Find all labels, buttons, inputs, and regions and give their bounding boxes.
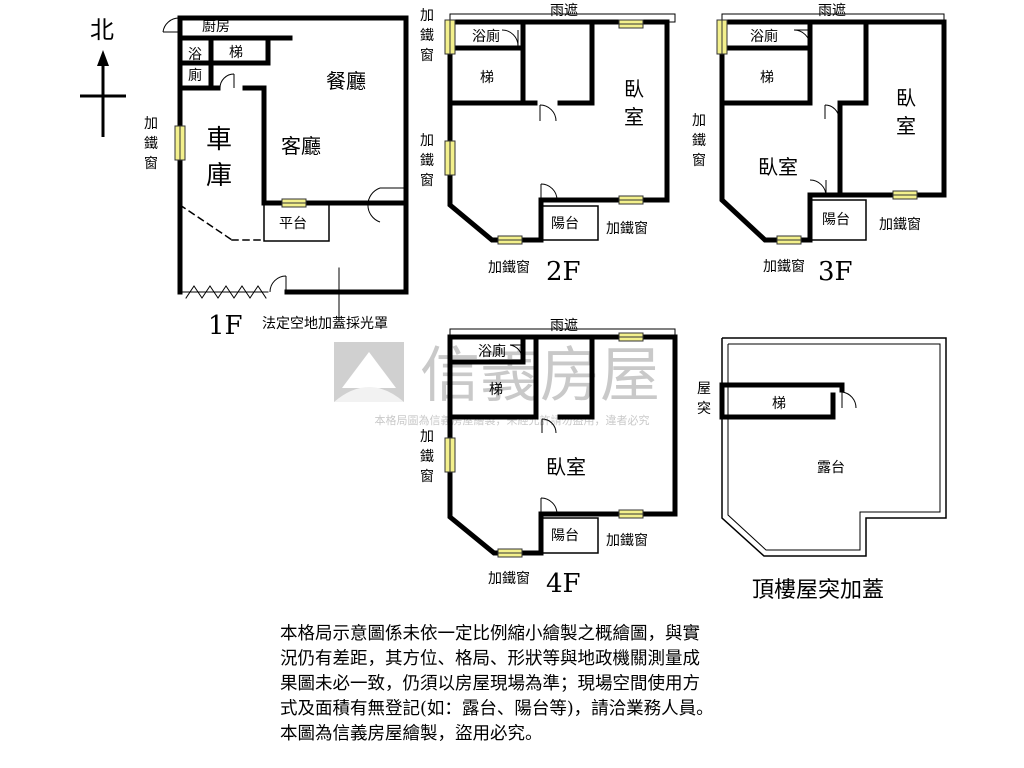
- bath-label: 浴廁: [472, 28, 500, 45]
- iron-window-label: 鐵: [144, 135, 158, 152]
- iron-window-label: 加: [420, 133, 434, 149]
- roof-title: 頂樓屋突加蓋: [752, 578, 884, 603]
- iron-window-label: 加: [144, 116, 158, 132]
- iron-window-label: 加鐵窗: [488, 570, 530, 587]
- terrace-label: 露台: [817, 460, 845, 476]
- iron-window-label: 加鐵窗: [606, 532, 648, 549]
- window-icon: [444, 140, 456, 176]
- platform-label: 平台: [279, 216, 307, 232]
- compass: 北: [80, 16, 126, 137]
- roof-labels: 屋 突 梯 露台 頂樓屋突加蓋: [697, 381, 884, 603]
- bedroom-label: 臥: [896, 86, 916, 110]
- floor-2f-labels: 雨遮 浴廁 梯 臥 室 陽台 加 鐵 窗 加 鐵 窗 加鐵窗 加鐵窗 2F: [420, 3, 648, 287]
- window-icon: [618, 195, 644, 205]
- iron-window-label: 窗: [144, 155, 158, 172]
- stairs-label: 梯: [760, 70, 774, 86]
- iron-window-label: 鐵: [420, 152, 434, 169]
- bedroom-label: 臥室: [546, 455, 586, 479]
- window-icon: [174, 125, 186, 161]
- bath-label: 浴: [188, 47, 202, 63]
- balcony-label: 陽台: [551, 528, 579, 544]
- floor-2f-doors: [501, 29, 558, 201]
- iron-window-label: 窗: [420, 47, 434, 64]
- floor-4f-labels: 雨遮 浴廁 梯 臥室 陽台 加 鐵 窗 加鐵窗 加鐵窗 4F: [420, 318, 648, 599]
- living-label: 客廳: [281, 134, 321, 158]
- disclaimer-line: 果圖未必一致，仍須以房屋現場為準；現場空間使用方: [280, 674, 700, 694]
- iron-window-label: 加鐵窗: [606, 220, 648, 237]
- floor-label-4f: 4F: [546, 569, 581, 599]
- iron-window-label: 加: [420, 429, 434, 445]
- window-icon: [892, 190, 918, 200]
- dining-label: 餐廳: [326, 69, 366, 93]
- garage-label: 車: [206, 125, 232, 155]
- awning-label: 雨遮: [550, 3, 578, 19]
- floor-1f-plan: [177, 15, 409, 323]
- window-icon: [776, 235, 802, 245]
- disclaimer-line: 本格局示意圖係未依一定比例縮小繪製之概繪圖，與實: [280, 624, 700, 644]
- floor-3f-doors: [793, 29, 840, 197]
- stairs-label: 梯: [489, 382, 503, 398]
- floor-3f-labels: 雨遮 浴廁 梯 臥 室 臥室 陽台 加 鐵 窗 加鐵窗 加鐵窗 3F: [692, 3, 921, 287]
- garage-label: 庫: [206, 161, 232, 191]
- window-icon: [618, 509, 644, 519]
- balcony-label: 陽台: [822, 212, 850, 228]
- watermark-brand-text: 信義房屋: [420, 341, 660, 411]
- bedroom-label: 臥室: [758, 155, 798, 179]
- stairs-label: 梯: [480, 70, 494, 86]
- floor-4f-plan: [447, 328, 678, 556]
- bedroom-label: 室: [624, 105, 644, 129]
- disclaimer-line: 式及面積有無登記(如：露台、陽台等)，請洽業務人員。: [280, 699, 714, 719]
- awning-label: 雨遮: [550, 318, 578, 334]
- stairs-label: 梯: [229, 45, 243, 61]
- floor-1f-doors: [162, 17, 404, 293]
- floor-4f-doors: [509, 344, 558, 515]
- watermark: 信義房屋 本格局圖為信義房屋繪製，未經允許請勿盜用，違者必究: [334, 341, 660, 427]
- iron-window-label: 窗: [420, 468, 434, 485]
- balcony-label: 陽台: [551, 216, 579, 232]
- window-icon: [497, 235, 523, 245]
- floor-label-1f: 1F: [208, 311, 243, 341]
- floor-label-3f: 3F: [818, 257, 853, 287]
- bath-label: 浴廁: [750, 28, 778, 45]
- disclaimer-line: 況仍有差距，其方位、格局、形狀等與地政機關測量成: [280, 649, 700, 669]
- bedroom-label: 室: [896, 114, 916, 138]
- roof-plan: [721, 337, 947, 557]
- disclaimer-line: 本圖為信義房屋繪製，盜用必究。: [280, 724, 543, 744]
- bath-label: 廁: [188, 67, 202, 84]
- awning-label: 雨遮: [818, 3, 846, 19]
- iron-window-label: 加: [420, 8, 434, 24]
- floor-1f-labels: 廚房 浴 廁 梯 餐廳 客廳 車 庫 加 鐵 窗 平台 1F 法定空地加蓋採光罩: [144, 18, 388, 341]
- kitchen-label: 廚房: [202, 18, 230, 35]
- iron-window-label: 加鐵窗: [488, 259, 530, 276]
- iron-window-label: 加鐵窗: [763, 258, 805, 275]
- bedroom-label: 臥: [624, 77, 644, 101]
- window-icon: [281, 198, 307, 208]
- iron-window-label: 鐵: [420, 448, 434, 465]
- roof-stair-structure: [719, 382, 845, 420]
- stairs-label: 梯: [772, 396, 786, 412]
- iron-window-label: 窗: [692, 152, 706, 169]
- iron-window-label: 加鐵窗: [879, 216, 921, 233]
- window-icon: [618, 19, 644, 29]
- window-icon: [444, 437, 456, 473]
- bath-label: 浴廁: [478, 343, 506, 360]
- north-label: 北: [90, 16, 114, 44]
- roof-door: [841, 391, 857, 409]
- window-icon: [716, 19, 728, 55]
- window-icon: [444, 19, 456, 55]
- window-icon: [618, 332, 644, 342]
- skylight-note: 法定空地加蓋採光罩: [262, 316, 388, 332]
- iron-window-label: 鐵: [420, 27, 434, 44]
- iron-window-label: 加: [692, 113, 706, 129]
- disclaimer: 本格局示意圖係未依一定比例縮小繪製之概繪圖，與實 況仍有差距，其方位、格局、形狀…: [280, 622, 840, 747]
- iron-window-label: 鐵: [692, 132, 706, 149]
- brand-logo-icon: [334, 342, 404, 402]
- iron-window-label: 窗: [420, 172, 434, 189]
- rooftop-structure-label: 突: [697, 401, 711, 417]
- rooftop-structure-label: 屋: [697, 381, 711, 397]
- window-icon: [497, 548, 523, 558]
- north-arrow-icon: [97, 50, 109, 66]
- floor-label-2f: 2F: [546, 257, 581, 287]
